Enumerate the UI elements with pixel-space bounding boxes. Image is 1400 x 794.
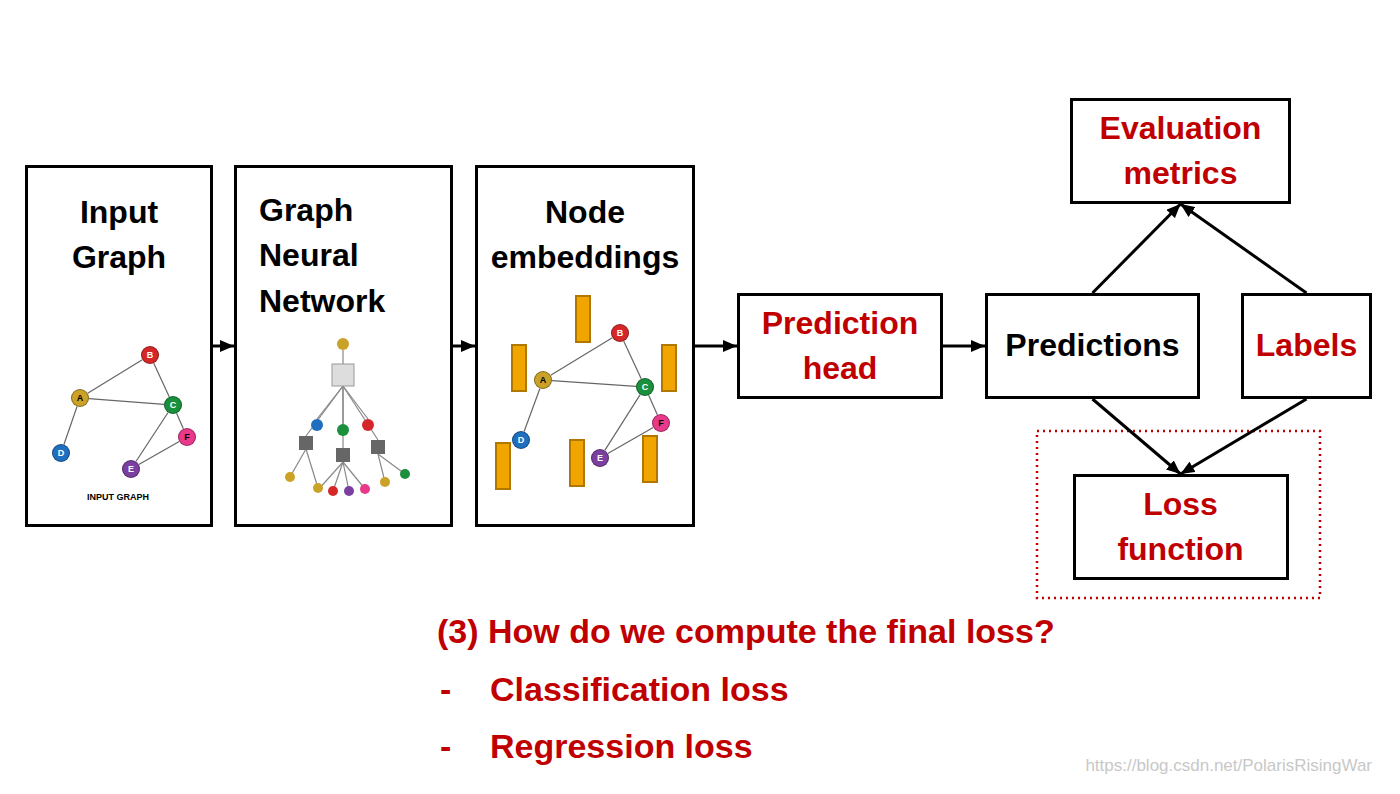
graph-link [88, 360, 143, 394]
embeddings-box: Node embeddingsA B C D E F [475, 165, 695, 527]
graph-link [608, 427, 653, 453]
graph-link [64, 407, 77, 445]
bullet-text: Regression loss [490, 727, 753, 766]
vertex-letter: E [128, 465, 134, 474]
graph-link [552, 381, 636, 387]
vertex-letter: A [77, 394, 84, 403]
gnn-box: Graph Neural Network [234, 165, 453, 527]
graph-vertex: A [534, 371, 552, 389]
vertex-letter: B [617, 329, 624, 338]
graph-link [605, 395, 640, 451]
box-title: Node embeddings [483, 190, 687, 281]
box-title: Input Graph [49, 190, 189, 281]
graph-vertex: D [512, 431, 530, 449]
box-title: Evaluation metrics [1078, 106, 1283, 197]
graph-link [136, 413, 168, 462]
prediction-head-box: Prediction head [737, 293, 943, 399]
graph-link [89, 399, 164, 405]
watermark: https://blog.csdn.net/PolarisRisingWar [1085, 756, 1372, 776]
vertex-letter: D [518, 436, 525, 445]
flow-arrow [1093, 399, 1181, 474]
vertex-letter: C [642, 383, 649, 392]
graph-vertex: E [122, 460, 140, 478]
graph-link [624, 341, 641, 379]
labels-box: Labels [1241, 293, 1372, 399]
graph-link [649, 395, 658, 415]
graph-vertex: F [178, 428, 196, 446]
illustration-caption: INPUT GRAPH [68, 492, 168, 502]
flow-arrow [213, 345, 234, 348]
flow-arrow [695, 345, 737, 348]
graph-vertex: C [164, 396, 182, 414]
graph-link [551, 338, 613, 376]
input-graph-box: Input GraphA B C D E F [25, 165, 213, 527]
flow-arrow [1093, 204, 1181, 293]
vertex-letter: A [540, 376, 547, 385]
graph-vertex: D [52, 444, 70, 462]
graph-vertex: C [636, 378, 654, 396]
graph-vertex: B [141, 346, 159, 364]
graph-vertex: B [611, 324, 629, 342]
graph-link [524, 388, 540, 431]
graph-link [154, 363, 169, 397]
graph-vertex: A [71, 389, 89, 407]
highlight-frame [1037, 431, 1320, 598]
flow-arrow [1181, 204, 1307, 293]
question-heading: (3) How do we compute the final loss? [437, 612, 1055, 651]
graph-link [139, 441, 179, 464]
flow-arrow [943, 345, 985, 348]
box-title: Loss function [1081, 482, 1281, 573]
box-title: Labels [1256, 323, 1357, 368]
predictions-box: Predictions [985, 293, 1200, 399]
vertex-letter: D [58, 449, 65, 458]
bullet-dash: - [440, 727, 451, 766]
box-title: Prediction head [745, 301, 935, 392]
box-title: Predictions [1005, 323, 1179, 368]
metrics-box: Evaluation metrics [1070, 98, 1291, 204]
graph-vertex: F [652, 414, 670, 432]
bullet-dash: - [440, 670, 451, 709]
vertex-letter: E [597, 454, 603, 463]
graph-link [177, 413, 184, 429]
flow-arrow [1181, 399, 1307, 474]
flow-arrow [453, 345, 475, 348]
bullet-text: Classification loss [490, 670, 789, 709]
loss-box: Loss function [1073, 474, 1289, 580]
gnn-tree-nodes [285, 338, 410, 496]
embedding-bars [496, 296, 676, 489]
box-title: Graph Neural Network [259, 188, 419, 324]
vertex-letter: F [184, 433, 190, 442]
gnn-tree [290, 350, 405, 491]
vertex-letter: F [658, 419, 664, 428]
vertex-letter: C [170, 401, 177, 410]
vertex-letter: B [147, 351, 154, 360]
graph-vertex: E [591, 449, 609, 467]
